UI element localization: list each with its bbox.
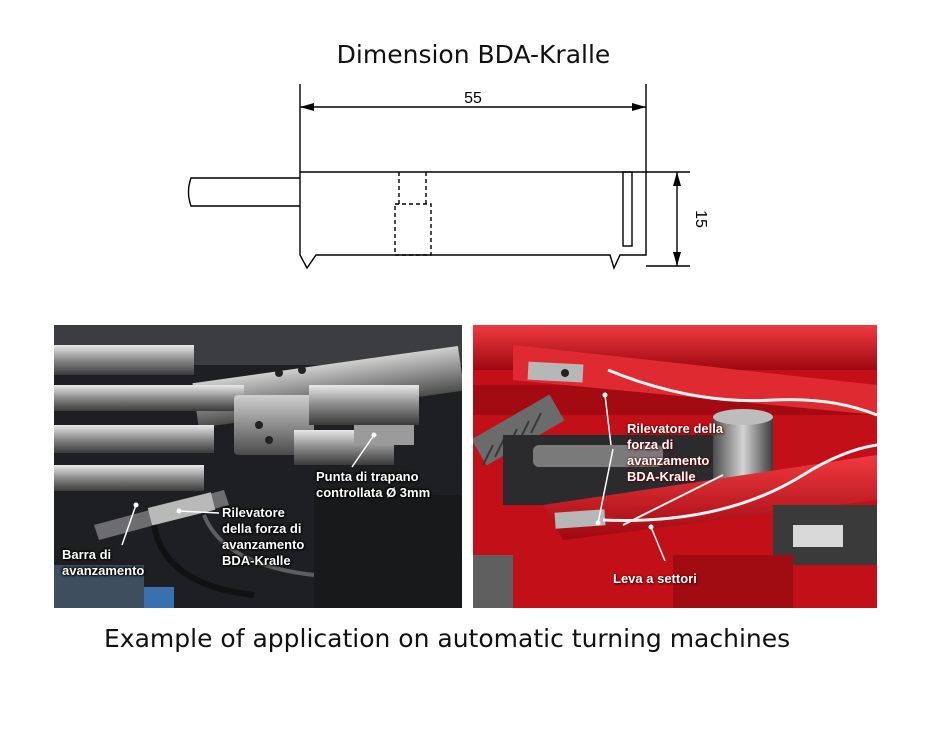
dimension-length-text: 55 (464, 90, 482, 107)
dimension-height-text: 15 (692, 210, 709, 228)
label-force-sensor: Rilevatore della forza di avanzamento BD… (222, 505, 305, 568)
photo-right: Rilevatore della forza di avanzamento BD… (473, 325, 877, 608)
label-force-sensor-right: Rilevatore della forza di avanzamento BD… (627, 421, 724, 484)
label-drill-tip: Punta di trapano controllata Ø 3mm (316, 469, 431, 500)
photo-right-illustration (473, 325, 877, 608)
claw-body (299, 171, 647, 270)
photo-left-illustration (54, 325, 462, 608)
drawing-title: Dimension BDA-Kralle (336, 40, 611, 69)
label-sector-lever: Leva a settori (613, 571, 697, 586)
slot (622, 171, 633, 247)
technical-drawing: 55 15 (187, 84, 709, 270)
figure-caption: Example of application on automatic turn… (104, 624, 791, 653)
shank-rod (187, 177, 300, 207)
label-feed-bar: Barra di avanzamento (62, 547, 145, 578)
photo-left: Punta di trapano controllata Ø 3mm Rilev… (54, 325, 462, 608)
